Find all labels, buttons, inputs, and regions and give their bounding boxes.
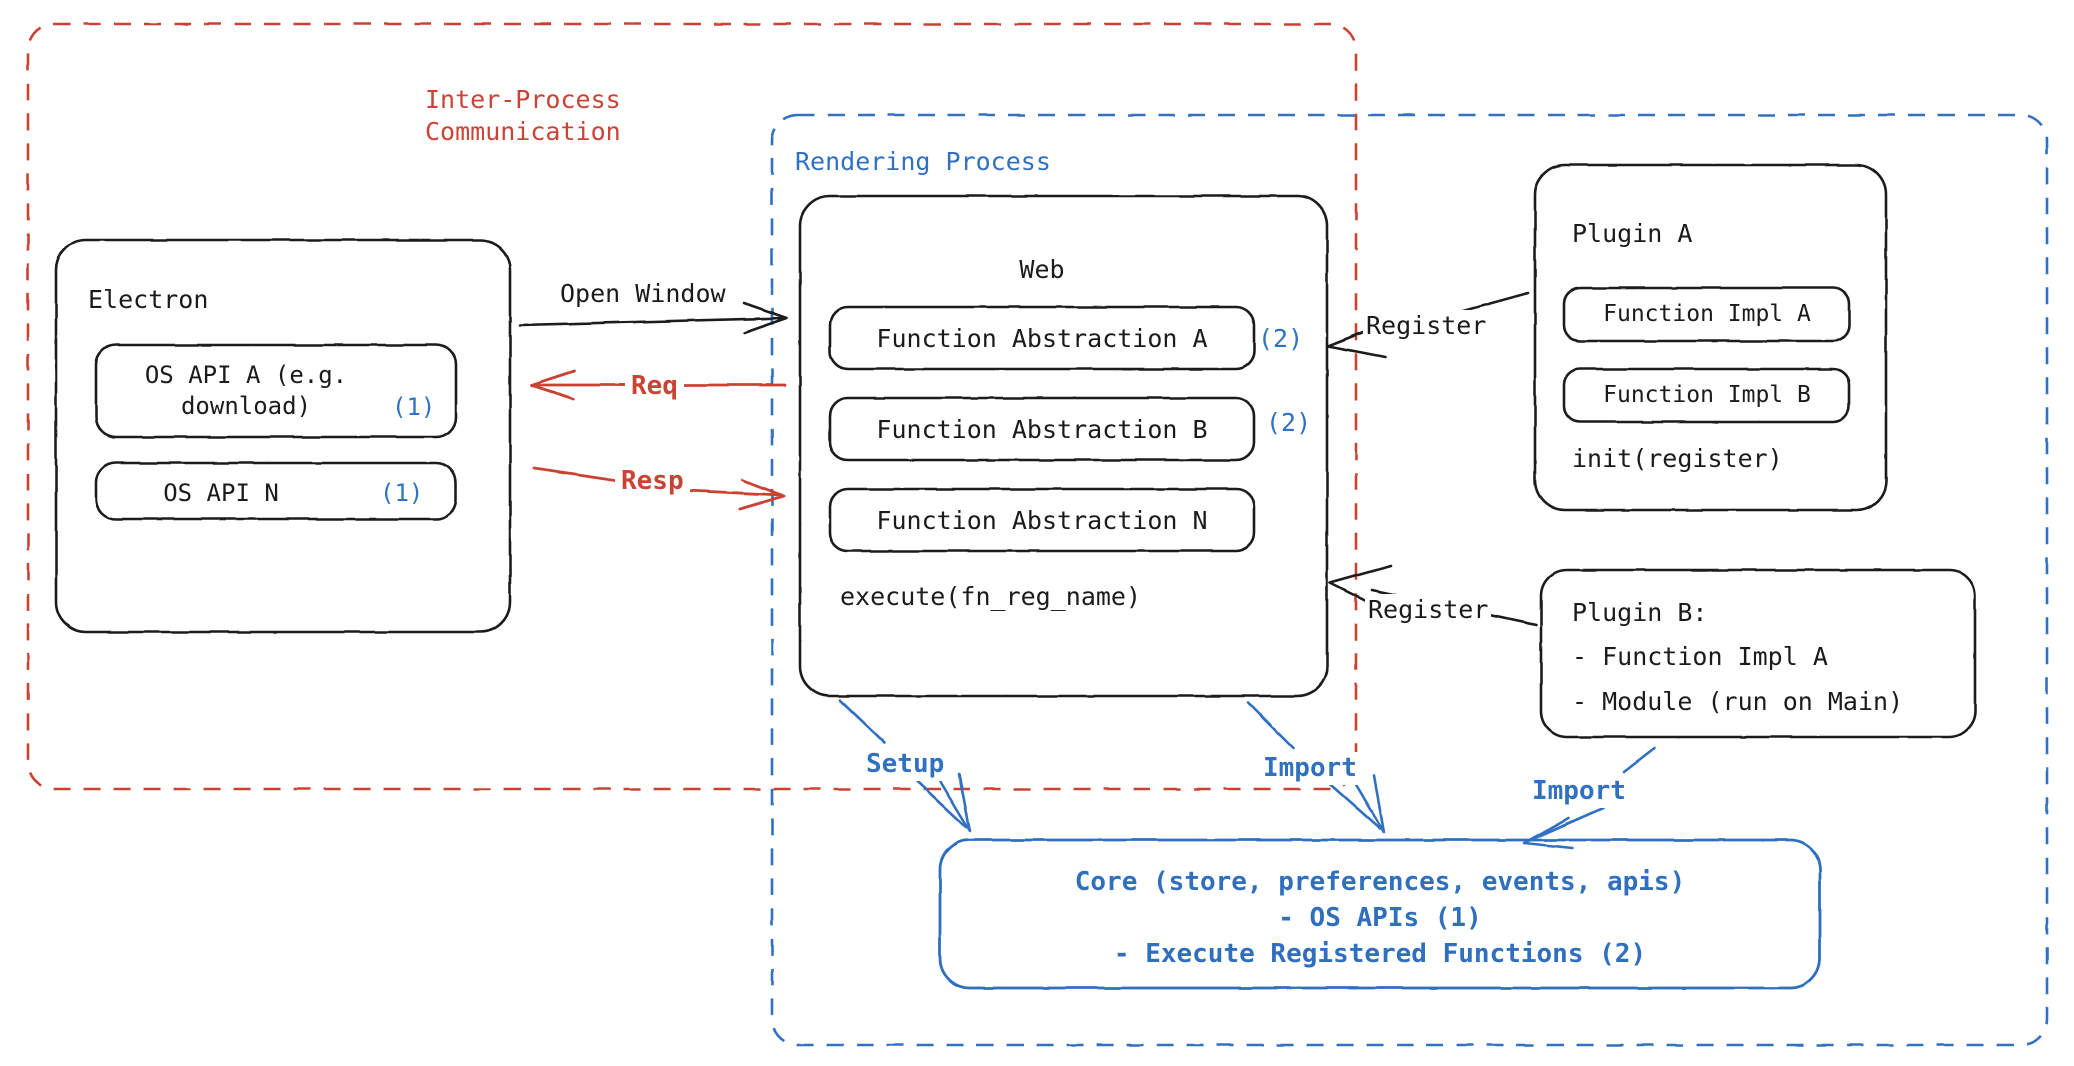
- plugin-a-title: Plugin A: [1572, 219, 1693, 248]
- fn-abstraction-b-tag: (2): [1266, 408, 1312, 437]
- electron-box-border: [54, 238, 512, 634]
- arrow-setup-label: Setup: [862, 748, 949, 782]
- arrow-open-window-label: Open Window: [560, 279, 726, 308]
- fn-abstraction-b-label: Function Abstraction B: [876, 415, 1208, 444]
- web-footer-execute: execute(fn_reg_name): [840, 582, 1142, 611]
- ipc-region-label: Inter-Process Communication: [425, 85, 621, 146]
- core-box-border: [938, 838, 1822, 990]
- fn-abs-n-box-border: [828, 487, 1256, 553]
- fn-abstraction-a-tag: (2): [1258, 324, 1304, 353]
- fn-impl-b-box-border: [1562, 367, 1851, 424]
- plugin-a-footer-init: init(register): [1572, 444, 1783, 473]
- core-line-3: - Execute Registered Functions (2): [1113, 939, 1647, 969]
- rendering-region-label: Rendering Process: [795, 147, 1051, 176]
- arrow-register-a-label: Register: [1363, 310, 1490, 342]
- fn-impl-a-box-border: [1562, 286, 1851, 343]
- electron-title: Electron: [88, 285, 209, 314]
- fn-abstraction-n-label: Function Abstraction N: [876, 506, 1208, 535]
- core-line-2: - OS APIs (1): [1278, 903, 1482, 933]
- core-line-1: Core (store, preferences, events, apis): [1074, 867, 1686, 897]
- plugin-a-box-border: [1533, 163, 1888, 512]
- arrow-req-label: Req: [625, 370, 684, 404]
- fn-abs-b-box-border: [828, 396, 1256, 462]
- arrow-import-plugin-b-label: Import: [1528, 775, 1630, 809]
- arrow-import-web-label: Import: [1259, 752, 1361, 786]
- web-box-border: [798, 194, 1329, 698]
- arrow-import-plugin-b: [1522, 746, 1657, 850]
- os-api-a-tag: (1): [392, 393, 436, 421]
- arrow-resp-label: Resp: [615, 465, 690, 499]
- plugin-b-line-2: - Function Impl A: [1572, 642, 1828, 671]
- web-title: Web: [1019, 255, 1065, 284]
- plugin-b-line-1: Plugin B:: [1572, 598, 1708, 627]
- plugin-a-impl-a-label: Function Impl A: [1603, 301, 1811, 327]
- arrow-open-window: [518, 301, 789, 335]
- arrow-register-b-label: Register: [1365, 594, 1492, 626]
- os-api-n-box-border: [94, 461, 458, 521]
- os-api-a-label: OS API A (e.g. download): [144, 361, 348, 420]
- plugin-b-box-border: [1539, 568, 1977, 739]
- plugin-a-impl-b-label: Function Impl B: [1603, 382, 1811, 408]
- ipc-region-border: [26, 22, 1358, 791]
- fn-abs-a-box-border: [828, 305, 1256, 371]
- os-api-n-label: OS API N: [163, 479, 279, 507]
- os-api-n-tag: (1): [380, 479, 424, 507]
- plugin-b-line-3: - Module (run on Main): [1572, 687, 1904, 716]
- fn-abstraction-a-label: Function Abstraction A: [876, 324, 1208, 353]
- rendering-region-border: [770, 113, 2049, 1047]
- os-api-a-box-border: [94, 343, 458, 439]
